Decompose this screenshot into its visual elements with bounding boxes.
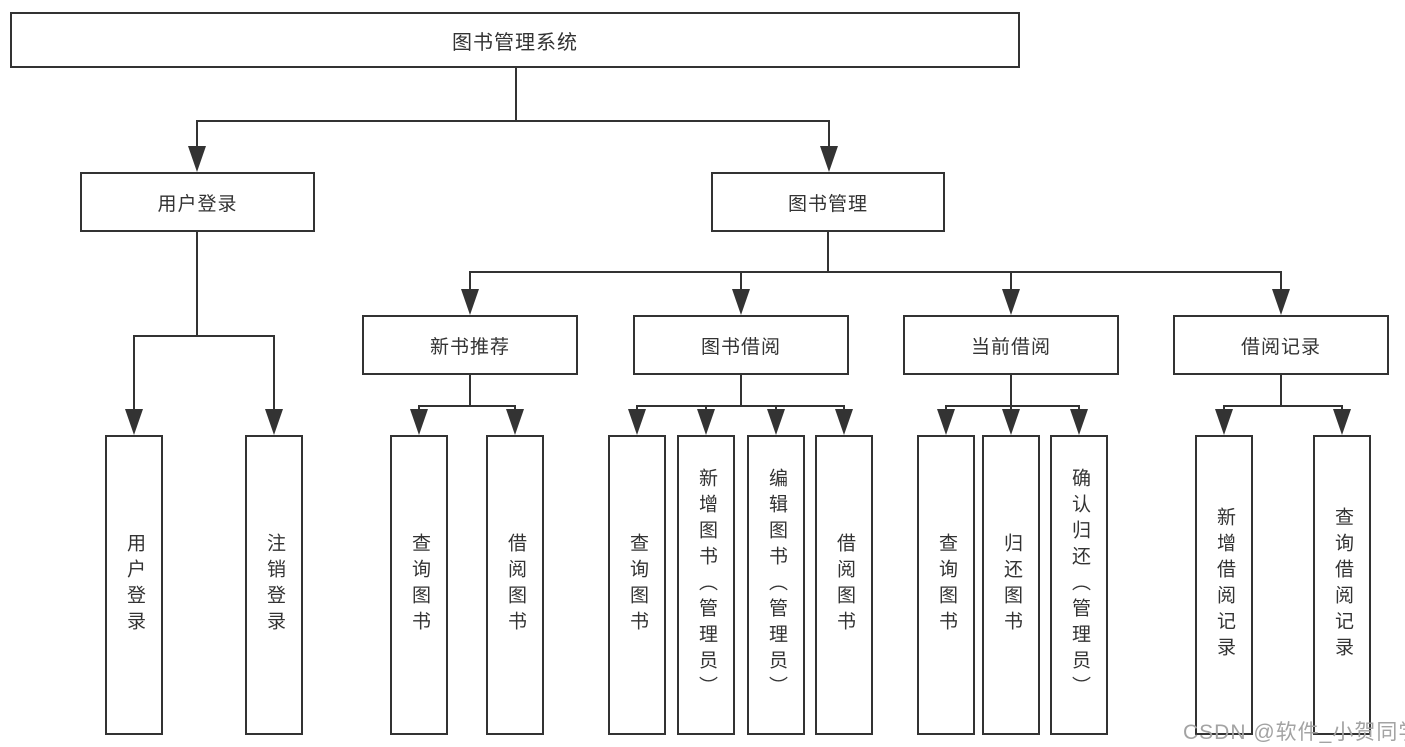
leaf-borrow-book-2: 借阅图书 xyxy=(815,435,873,735)
connector-newbookrec-rail xyxy=(418,405,516,407)
arrowhead-bookmgmt xyxy=(820,146,838,172)
arrowhead-bookborrow xyxy=(732,289,750,315)
connector-currentborrow-child2 xyxy=(1010,405,1012,411)
connector-to-currentborrow xyxy=(1010,271,1012,291)
connector-currentborrow-stem xyxy=(1010,375,1012,407)
connector-root-stem xyxy=(515,68,517,120)
arrowhead-leaf-user-login xyxy=(125,409,143,435)
arrowhead-currentborrow xyxy=(1002,289,1020,315)
connector-bookborrow-rail xyxy=(636,405,845,407)
connector-borrowrecords-stem xyxy=(1280,375,1282,407)
leaf-add-book-admin-label: 新增图书（管理员） xyxy=(695,468,717,702)
connector-userlogin-stem xyxy=(196,232,198,335)
connector-to-newbookrec xyxy=(469,271,471,291)
leaf-query-book-1: 查询图书 xyxy=(390,435,448,735)
leaf-confirm-return-admin: 确认归还（管理员） xyxy=(1050,435,1108,735)
arrowhead-query-book-3 xyxy=(937,409,955,435)
leaf-edit-book-admin: 编辑图书（管理员） xyxy=(747,435,805,735)
connector-bookborrow-child4 xyxy=(843,405,845,411)
leaf-query-book-3: 查询图书 xyxy=(917,435,975,735)
leaf-user-login: 用户登录 xyxy=(105,435,163,735)
node-new-book-recommend: 新书推荐 xyxy=(362,315,578,375)
leaf-add-borrow-record: 新增借阅记录 xyxy=(1195,435,1253,735)
connector-borrowrecords-rail xyxy=(1223,405,1343,407)
leaf-borrow-book-2-label: 借阅图书 xyxy=(833,533,855,637)
leaf-add-borrow-record-label: 新增借阅记录 xyxy=(1213,507,1235,663)
arrowhead-borrow-book-2 xyxy=(835,409,853,435)
connector-bookmgmt-rail xyxy=(469,271,1282,273)
leaf-user-login-label: 用户登录 xyxy=(123,533,145,637)
connector-bookborrow-child1 xyxy=(636,405,638,411)
arrowhead-borrowrecords xyxy=(1272,289,1290,315)
connector-bookborrow-child3 xyxy=(775,405,777,411)
arrowhead-edit-book xyxy=(767,409,785,435)
arrowhead-userlogin xyxy=(188,146,206,172)
connector-root-to-userlogin xyxy=(196,120,198,148)
arrowhead-return-book xyxy=(1002,409,1020,435)
leaf-query-book-2-label: 查询图书 xyxy=(626,533,648,637)
leaf-confirm-return-admin-label: 确认归还（管理员） xyxy=(1068,468,1090,702)
leaf-logout-label: 注销登录 xyxy=(263,533,285,637)
connector-bookborrow-stem xyxy=(740,375,742,407)
connector-currentborrow-child1 xyxy=(945,405,947,411)
leaf-add-book-admin: 新增图书（管理员） xyxy=(677,435,735,735)
leaf-query-borrow-record-label: 查询借阅记录 xyxy=(1331,507,1353,663)
leaf-query-book-1-label: 查询图书 xyxy=(408,533,430,637)
connector-userlogin-child2 xyxy=(273,335,275,411)
csdn-watermark: CSDN @软件_小贺同学 xyxy=(1183,721,1405,744)
leaf-query-book-3-label: 查询图书 xyxy=(935,533,957,637)
connector-to-bookborrow xyxy=(740,271,742,291)
arrowhead-newbookrec xyxy=(461,289,479,315)
leaf-logout: 注销登录 xyxy=(245,435,303,735)
arrowhead-leaf-logout xyxy=(265,409,283,435)
arrowhead-add-borrow-record xyxy=(1215,409,1233,435)
leaf-return-book: 归还图书 xyxy=(982,435,1040,735)
connector-newbookrec-stem xyxy=(469,375,471,407)
connector-root-to-bookmgmt xyxy=(828,120,830,148)
node-root-library-system: 图书管理系统 xyxy=(10,12,1020,68)
node-book-management: 图书管理 xyxy=(711,172,945,232)
connector-newbookrec-child1 xyxy=(418,405,420,411)
connector-bookmgmt-stem xyxy=(827,232,829,273)
leaf-return-book-label: 归还图书 xyxy=(1000,533,1022,637)
connector-bookborrow-child2 xyxy=(705,405,707,411)
leaf-query-borrow-record: 查询借阅记录 xyxy=(1313,435,1371,735)
leaf-borrow-book-1-label: 借阅图书 xyxy=(504,533,526,637)
leaf-edit-book-admin-label: 编辑图书（管理员） xyxy=(765,468,787,702)
connector-borrowrecords-child2 xyxy=(1341,405,1343,411)
connector-root-rail xyxy=(196,120,830,122)
node-user-login: 用户登录 xyxy=(80,172,315,232)
node-book-borrow: 图书借阅 xyxy=(633,315,849,375)
connector-userlogin-child1 xyxy=(133,335,135,411)
arrowhead-add-book xyxy=(697,409,715,435)
leaf-borrow-book-1: 借阅图书 xyxy=(486,435,544,735)
connector-currentborrow-rail xyxy=(945,405,1080,407)
arrowhead-query-borrow-record xyxy=(1333,409,1351,435)
connector-borrowrecords-child1 xyxy=(1223,405,1225,411)
connector-newbookrec-child2 xyxy=(514,405,516,411)
connector-to-borrowrecords xyxy=(1280,271,1282,291)
leaf-query-book-2: 查询图书 xyxy=(608,435,666,735)
arrowhead-query-book-2 xyxy=(628,409,646,435)
arrowhead-confirm-return xyxy=(1070,409,1088,435)
node-current-borrow: 当前借阅 xyxy=(903,315,1119,375)
node-borrow-records: 借阅记录 xyxy=(1173,315,1389,375)
connector-currentborrow-child3 xyxy=(1078,405,1080,411)
connector-userlogin-rail xyxy=(133,335,275,337)
arrowhead-query-book-1 xyxy=(410,409,428,435)
arrowhead-borrow-book-1 xyxy=(506,409,524,435)
